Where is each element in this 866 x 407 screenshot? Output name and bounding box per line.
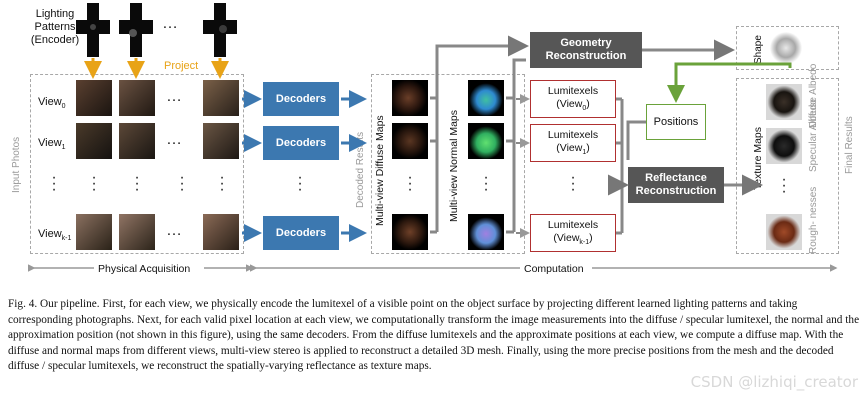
watermark: CSDN @lizhiqi_creator (690, 373, 858, 391)
view-ellipsis: ··· (51, 169, 57, 198)
pattern-ellipsis: … (162, 15, 180, 32)
decoder-view0: Decoders (263, 82, 339, 116)
lighting-pattern-k (203, 3, 237, 57)
roughness-thumb (766, 214, 802, 250)
decoder-ellipsis: ··· (297, 169, 303, 198)
diffuse-map-v0 (392, 80, 428, 116)
input-photo-v0-pk (203, 80, 239, 116)
photo-colk2-ellipsis: ··· (219, 169, 225, 198)
shape-thumb (766, 30, 806, 66)
view-label-0: View0 (38, 96, 66, 111)
geometry-reconstruction-box: Geometry Reconstruction (530, 32, 642, 68)
lumitexels-viewk: Lumitexels (Viewk-1) (530, 214, 616, 252)
photo-rowk-ellipsis: … (166, 222, 184, 239)
photo-col1-ellipsis: ··· (91, 169, 97, 198)
input-photo-vk-p2 (119, 214, 155, 250)
photo-colk-ellipsis: ··· (179, 169, 185, 198)
decoded-results-region (371, 74, 525, 254)
normal-map-v0 (468, 80, 504, 116)
reflectance-reconstruction-box: Reflectance Reconstruction (628, 167, 724, 203)
normal-map-v1 (468, 123, 504, 159)
lighting-patterns-label: Lighting Patterns (Encoder) (30, 8, 80, 46)
decoder-view1: Decoders (263, 126, 339, 160)
lighting-pattern-1 (76, 3, 110, 57)
input-photo-v0-p2 (119, 80, 155, 116)
lighting-pattern-2 (119, 3, 153, 57)
diffuse-map-v1 (392, 123, 428, 159)
photo-row1-ellipsis: … (166, 131, 184, 148)
input-photo-v0-p1 (76, 80, 112, 116)
flow-arrows (28, 35, 838, 272)
input-photo-v1-pk (203, 123, 239, 159)
lumitexel-ellipsis: ··· (570, 169, 576, 198)
view-label-k: Viewk-1 (38, 228, 72, 243)
normal-ellipsis: ··· (483, 169, 489, 198)
diffuse-ellipsis: ··· (407, 169, 413, 198)
photo-col2-ellipsis: ··· (134, 169, 140, 198)
final-results-region (736, 26, 839, 70)
computation-label: Computation (524, 263, 584, 275)
lumitexels-view0: Lumitexels (View0) (530, 80, 616, 118)
specular-albedo-thumb (766, 128, 802, 164)
input-photo-vk-p1 (76, 214, 112, 250)
diffuse-albedo-thumb (766, 84, 802, 120)
photo-row0-ellipsis: … (166, 88, 184, 105)
input-photo-v1-p1 (76, 123, 112, 159)
diffuse-map-vk (392, 214, 428, 250)
decoder-viewk: Decoders (263, 216, 339, 250)
input-photo-v1-p2 (119, 123, 155, 159)
input-photo-vk-pk (203, 214, 239, 250)
lumitexels-view1: Lumitexels (View1) (530, 124, 616, 162)
texture-ellipsis: ··· (781, 171, 787, 200)
normal-map-vk (468, 214, 504, 250)
positions-box: Positions (646, 104, 706, 140)
figure-caption: Fig. 4. Our pipeline. First, for each vi… (8, 298, 860, 373)
view-label-1: View1 (38, 137, 66, 152)
project-label: Project (164, 60, 199, 72)
physical-acquisition-label: Physical Acquisition (98, 263, 191, 275)
final-results-region-lower (736, 78, 839, 254)
